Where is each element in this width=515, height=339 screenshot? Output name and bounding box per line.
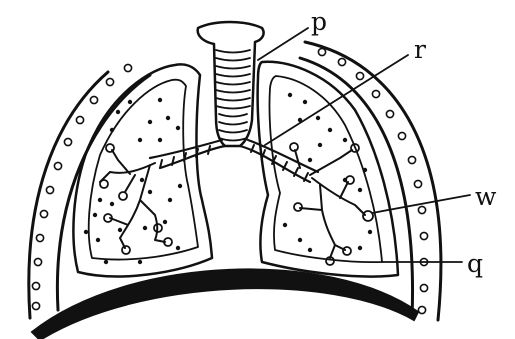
alveolus-dot [84,230,88,234]
alveolus-dot [343,138,347,142]
trachea-rings [216,50,250,141]
alveolus-dot [316,116,320,120]
trachea-ring [216,50,250,53]
rib-dot [338,58,345,65]
alveolus-dot [358,188,362,192]
rib-dot [32,302,39,309]
alveolus-dot [148,190,152,194]
rib-dot [414,180,421,187]
rib-dot [34,258,41,265]
rib-dot [420,284,427,291]
rib-dot [418,206,425,213]
alveolus-dot [166,116,170,120]
rib-dot [54,162,61,169]
rib-dot [76,116,83,123]
rib-dot [386,110,393,117]
alveolus-dot [163,220,167,224]
alveolus-dot [148,120,152,124]
rib-dot [124,64,131,71]
trachea-ring [216,82,250,85]
rib-dot [372,90,379,97]
rib-dot [420,232,427,239]
alveolus-dot [93,213,97,217]
trachea-ring [216,66,250,69]
trachea-ring [219,138,247,141]
alveolus-dot [138,260,142,264]
alveolus-dot [308,248,312,252]
rib-dot [408,156,415,163]
alveolus-dot [283,223,287,227]
alveolus-dot [140,178,144,182]
rib-dot [40,210,47,217]
alveolus-dot [98,198,102,202]
trachea-ring [216,106,250,109]
diaphragm [32,269,418,339]
alveolus-dot [308,158,312,162]
alveolus-dot [118,228,122,232]
alveolus-dot [96,238,100,242]
bronchus-ring [208,146,210,154]
trachea-ring [219,130,247,133]
trachea-ring [219,122,247,125]
alveolus-dot [368,230,372,234]
alveolus-dot [104,260,108,264]
alveoli-stippling [84,93,372,264]
rib-dot [398,132,405,139]
alveolus-dot [143,226,147,230]
alveolus-dot [298,238,302,242]
alveolus-dot [176,246,180,250]
rib-dot [32,282,39,289]
label-w: w [475,182,497,211]
rib-dot [64,138,71,145]
label-r: r [414,35,426,64]
label-p: p [311,7,327,36]
rib-dot [90,96,97,103]
rib-dot [318,48,325,55]
rib-dot [106,78,113,85]
trachea-ring [216,58,250,61]
trachea-ring [219,114,247,117]
label-q: q [467,249,483,278]
trachea-ring [216,74,250,77]
alveolus-dot [128,100,132,104]
rib-dot [418,306,425,313]
rib-dot [46,186,53,193]
alveolus-dot [303,100,307,104]
trachea [198,22,264,146]
alveolus-dot [343,178,347,182]
alveolus-dot [158,98,162,102]
alveolus-dot [110,202,114,206]
pointer-line-r [265,55,408,145]
alveolus-dot [110,128,114,132]
alveolus-dot [178,184,182,188]
alveolus-dot [168,198,172,202]
trachea-ring [216,98,250,101]
rib-dot [356,72,363,79]
alveolus-dot [358,246,362,250]
alveolus-dot [138,138,142,142]
alveolus-dot [328,128,332,132]
alveolus-dot [176,126,180,130]
alveolus-dot [158,138,162,142]
alveolus-dot [363,168,367,172]
rib-dot [36,234,43,241]
alveolus-dot [318,143,322,147]
pointer-line-p [258,28,308,60]
alveolus-dot [288,93,292,97]
trachea-ring [216,90,250,93]
alveolus-dot [116,110,120,114]
